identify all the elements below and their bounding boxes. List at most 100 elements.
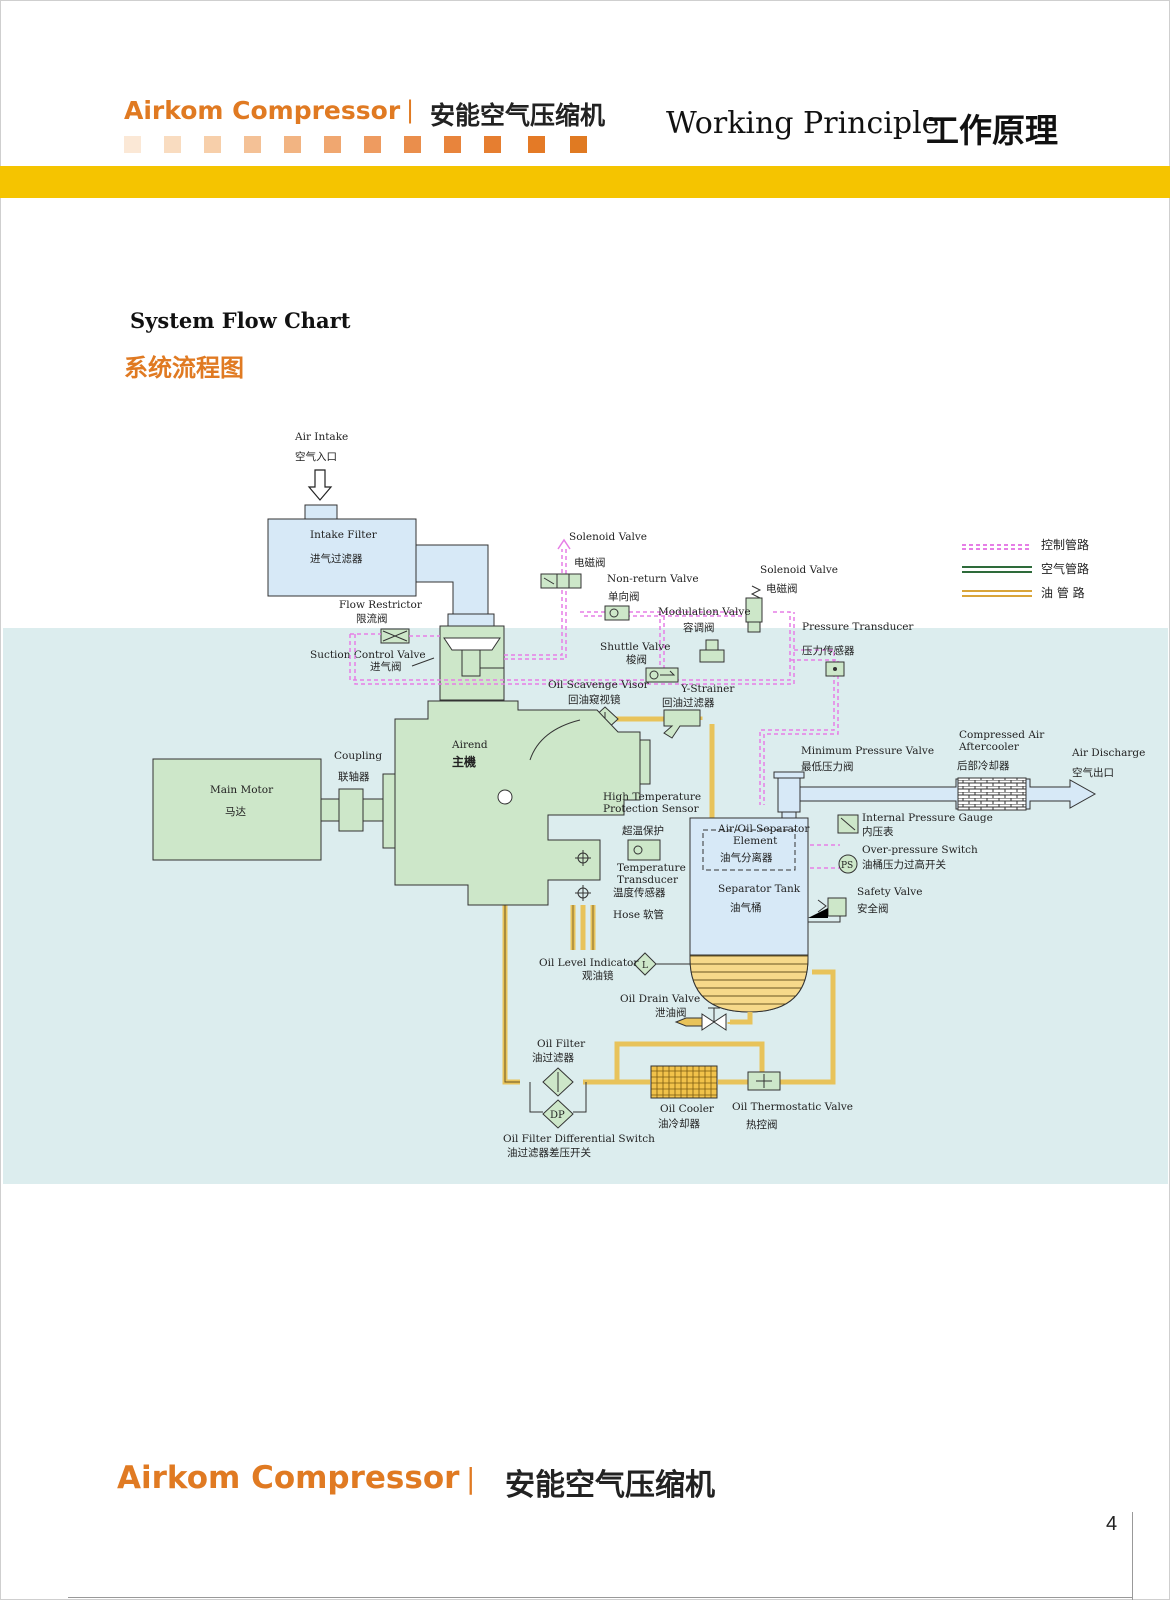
coupling-label-cn: 联轴器: [338, 770, 370, 783]
non-return-valve-label-en: Non-return Valve: [607, 573, 699, 585]
legend-oil-line: 油 管 路: [962, 585, 1085, 600]
over-pressure-switch-symbol: PS: [841, 861, 853, 871]
safety-valve-icon: [808, 897, 847, 918]
oil-scavenge-visor-label-en: Oil Scavenge Visor: [548, 679, 650, 691]
main-motor: [152, 758, 322, 861]
oil-drain-valve-label-cn: 泄油阀: [655, 1006, 687, 1019]
air-discharge-label-en: Air Discharge: [1071, 747, 1145, 759]
flow-restrictor-label-cn: 限流阀: [356, 612, 388, 625]
legend-label-air: 空气管路: [1041, 561, 1089, 576]
non-return-valve-icon: [604, 605, 630, 621]
oil-thermostatic-valve-label-en: Oil Thermostatic Valve: [732, 1101, 853, 1113]
legend-label-control: 控制管路: [1041, 537, 1089, 552]
minimum-pressure-valve-icon: [773, 771, 805, 819]
separator-tank-label-en: Separator Tank: [718, 883, 801, 895]
shuttle-valve-label-cn: 梭阀: [626, 653, 647, 666]
air-intake-arrow-icon: [307, 469, 333, 501]
legend-label-oil: 油 管 路: [1041, 585, 1085, 600]
suction-control-valve-label-cn: 进气阀: [370, 660, 402, 673]
temperature-transducer-label-cn: 温度传感器: [613, 886, 666, 899]
air-discharge-label-cn: 空气出口: [1072, 766, 1114, 779]
header-brand-en: Airkom Compressor: [124, 96, 401, 125]
oil-drain-valve-icon: [674, 1007, 727, 1031]
internal-pressure-gauge-label-en: Internal Pressure Gauge: [862, 812, 993, 824]
over-pressure-switch-icon: [838, 854, 858, 874]
oil-scavenge-visor-label-cn: 回油窥视镜: [568, 693, 621, 706]
minimum-pressure-valve-label-cn: 最低压力阀: [801, 760, 854, 773]
page-number: 4: [1106, 1513, 1118, 1535]
pressure-transducer-label-cn: 压力传感器: [802, 644, 855, 657]
footer-brand-en: Airkom Compressor: [117, 1460, 460, 1496]
intake-filter-body: [267, 518, 417, 597]
oil-filter-label-cn: 油过滤器: [532, 1051, 574, 1064]
hose-label-en: Hose: [613, 909, 640, 921]
airend-label-en: Airend: [451, 739, 488, 751]
oil-cooler-label-en: Oil Cooler: [660, 1103, 715, 1115]
flow-restrictor-label-en: Flow Restrictor: [339, 599, 423, 611]
oil-filter-diff-switch-symbol: DP: [550, 1110, 565, 1121]
oil-filter-diff-switch-label-en: Oil Filter Differential Switch: [503, 1133, 655, 1145]
solenoid-valve-1-icon: [540, 538, 582, 589]
oil-cooler-icon: [650, 1065, 718, 1099]
oil-level-indicator-symbol: L: [642, 961, 648, 971]
header-separator: |: [406, 96, 415, 124]
airend-label-cn: 主機: [452, 754, 476, 769]
oil-level-indicator-icon: [633, 952, 657, 976]
legend-control-line: 控制管路: [962, 537, 1089, 552]
oil-level-indicator-label-en: Oil Level Indicator: [539, 957, 639, 969]
airend: [382, 700, 651, 906]
main-motor-label-en: Main Motor: [210, 784, 274, 796]
oil-level-indicator-label-cn: 观油镜: [582, 969, 614, 982]
oil-filter-diff-switch-icon: [542, 1099, 574, 1129]
footer-brand-cn: 安能空气压缩机: [505, 1468, 715, 1503]
oil-filter-label-en: Oil Filter: [537, 1038, 586, 1050]
separator-element-label-en2: Element: [733, 835, 778, 847]
hose-label-cn: 软管: [643, 908, 664, 921]
solenoid-valve-2-label-cn: 电磁阀: [766, 582, 798, 595]
temperature-transducer-label-en2: Transducer: [617, 874, 679, 886]
separator-element-label-en1: Air/Oil Separator: [717, 823, 810, 835]
coupling: [320, 788, 384, 832]
separator-tank-label-cn: 油气桶: [730, 901, 762, 914]
temperature-transducer-label-en1: Temperature: [617, 862, 686, 874]
solenoid-valve-2-icon: [745, 585, 763, 633]
over-pressure-switch-label-cn: 油桶压力过高开关: [862, 858, 946, 871]
over-pressure-switch-label-en: Over-pressure Switch: [862, 844, 978, 856]
modulation-valve-label-en: Modulation Valve: [658, 606, 751, 618]
header-brand-cn: 安能空气压缩机: [430, 101, 606, 130]
safety-valve-label-cn: 安全阀: [857, 902, 889, 915]
coupling-label-en: Coupling: [334, 750, 382, 762]
page-title-en: Working Principle: [666, 106, 940, 141]
suction-control-valve-label-en: Suction Control Valve: [310, 649, 426, 661]
intake-duct-flange: [447, 613, 495, 627]
high-temp-sensor-icon: [627, 839, 661, 861]
legend-air-line: 空气管路: [962, 561, 1089, 576]
safety-valve-label-en: Safety Valve: [857, 886, 922, 898]
aftercooler-label-en1: Compressed Air: [959, 729, 1045, 741]
high-temp-sensor-label-cn: 超温保护: [622, 824, 664, 837]
high-temp-sensor-label-en1: High Temperature: [603, 791, 701, 803]
intake-duct: [415, 544, 489, 615]
legend: 控制管路 空气管路 油 管 路: [962, 537, 1089, 600]
minimum-pressure-valve-label-en: Minimum Pressure Valve: [801, 745, 934, 757]
y-strainer-icon: [663, 709, 701, 739]
air-discharge-line: [799, 778, 1097, 810]
shuttle-valve-label-en: Shuttle Valve: [600, 641, 670, 653]
solenoid-valve-2-label-en: Solenoid Valve: [760, 564, 838, 576]
separator-tank: [689, 817, 809, 1013]
aftercooler-label-cn: 后部冷却器: [957, 759, 1010, 772]
modulation-valve-icon: [699, 639, 725, 663]
internal-pressure-gauge-label-cn: 内压表: [862, 825, 894, 838]
air-intake-label-cn: 空气入口: [295, 450, 337, 463]
separator-element-label-cn: 油气分离器: [720, 851, 773, 864]
non-return-valve-label-cn: 单向阀: [608, 590, 640, 603]
main-motor-label-cn: 马达: [225, 806, 246, 818]
footer-separator: |: [466, 1462, 476, 1495]
page-title-cn: 工作原理: [926, 111, 1058, 150]
intake-filter-neck: [304, 504, 338, 521]
solenoid-valve-1-label-en: Solenoid Valve: [569, 531, 647, 543]
section-title-cn: 系统流程图: [124, 354, 244, 382]
modulation-valve-label-cn: 容调阀: [683, 621, 715, 634]
oil-thermostatic-valve-label-cn: 热控阀: [746, 1118, 778, 1131]
